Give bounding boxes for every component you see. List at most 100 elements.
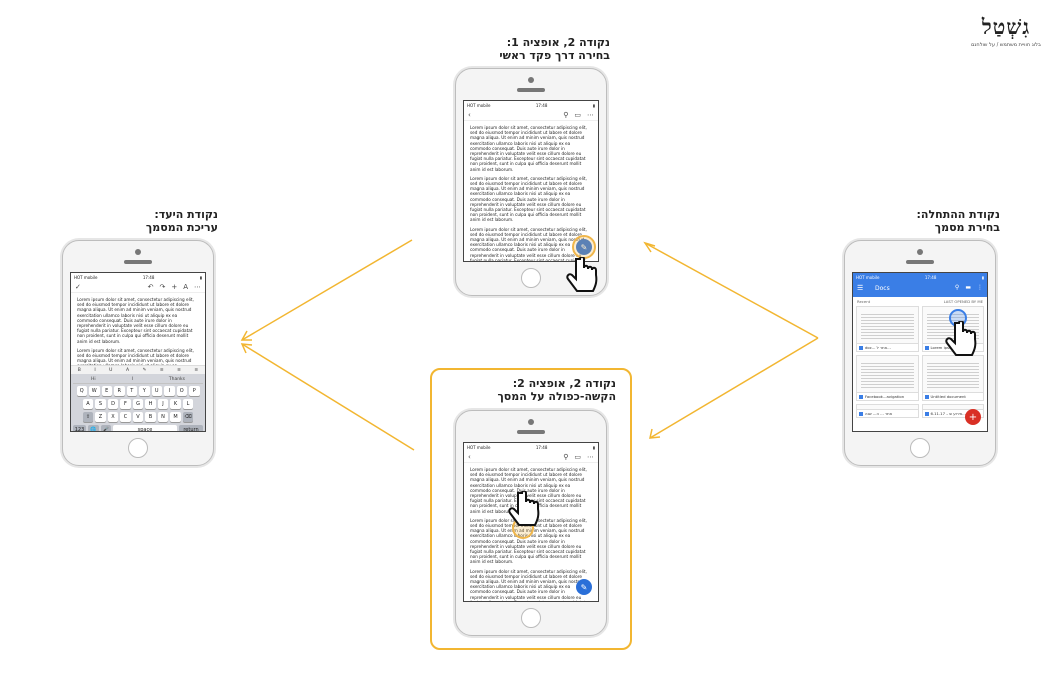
- more-icon[interactable]: ⋮: [977, 284, 983, 291]
- sort-label[interactable]: LAST OPENED BY ME: [943, 299, 983, 304]
- align-right-button[interactable]: ≡: [194, 367, 199, 373]
- globe-key[interactable]: 🌐: [88, 425, 99, 431]
- undo-icon[interactable]: ↶: [147, 282, 154, 291]
- doc-thumbnail[interactable]: אתר ... ה... שנה: [856, 404, 919, 418]
- doc-title: אתר ... ה... שנה: [857, 409, 918, 417]
- doc-paragraph[interactable]: Lorem ipsum dolor sit amet, consectetur …: [470, 568, 587, 601]
- back-icon[interactable]: ‹: [468, 110, 471, 119]
- key-d[interactable]: D: [107, 399, 119, 409]
- key-r[interactable]: R: [114, 386, 125, 396]
- comment-icon[interactable]: ▭: [574, 110, 581, 119]
- key-g[interactable]: G: [132, 399, 144, 409]
- status-bar: HOT mobile 17:48 ▮: [71, 273, 205, 281]
- key-a[interactable]: A: [82, 399, 94, 409]
- key-s[interactable]: S: [95, 399, 106, 409]
- key-u[interactable]: U: [151, 386, 162, 396]
- numbers-key[interactable]: 123: [73, 425, 86, 431]
- heading-option1-subtitle: בחירה דרך פקד ראשי: [499, 49, 610, 62]
- key-t[interactable]: T: [126, 386, 137, 396]
- key-f[interactable]: F: [120, 399, 131, 409]
- key-p[interactable]: P: [189, 386, 200, 396]
- arrow-start-to-option2: [649, 337, 819, 439]
- text-format-icon[interactable]: A: [183, 282, 188, 291]
- space-key[interactable]: space: [113, 425, 177, 431]
- more-icon[interactable]: ⋯: [587, 452, 594, 461]
- suggestion-item[interactable]: I: [131, 377, 133, 382]
- key-w[interactable]: W: [89, 386, 100, 396]
- return-key[interactable]: return: [179, 425, 203, 431]
- key-y[interactable]: Y: [139, 386, 150, 396]
- key-m[interactable]: M: [170, 412, 181, 422]
- add-person-icon[interactable]: ⚲: [563, 452, 569, 461]
- doc-thumbnail[interactable]: Untitled document: [921, 355, 984, 401]
- phone-option1: HOT mobile 17:48 ▮ ‹ ⚲▭⋯ Lorem ipsum dol…: [455, 68, 607, 296]
- doc-preview: [861, 312, 914, 340]
- status-bar: HOT mobile 17:48 ▮: [464, 443, 598, 451]
- key-k[interactable]: K: [170, 399, 181, 409]
- docs-app-bar: HOT mobile 17:48 ▮ ☰ Docs ⚲▬⋮: [853, 273, 987, 297]
- phone-goal-screen: HOT mobile 17:48 ▮ ✓ ↶ ↷ + A ⋯ Lorem ipsum d…: [70, 272, 206, 432]
- key-x[interactable]: X: [107, 412, 119, 422]
- key-o[interactable]: O: [176, 386, 187, 396]
- highlight-button[interactable]: ✎: [142, 367, 147, 373]
- recent-label: Recent: [857, 299, 871, 304]
- key-i[interactable]: I: [164, 386, 175, 396]
- folder-icon[interactable]: ▬: [965, 284, 971, 291]
- clock-label: 17:48: [535, 444, 548, 450]
- doc-thumbnail[interactable]: Facebook...avigation: [856, 355, 919, 401]
- underline-button[interactable]: U: [109, 367, 113, 373]
- key-q[interactable]: Q: [76, 386, 87, 396]
- camera-dot: [917, 249, 923, 255]
- option2-highlight-frame: [430, 368, 632, 650]
- comment-icon[interactable]: ▭: [574, 452, 581, 461]
- bold-button[interactable]: B: [77, 367, 81, 373]
- phone-start: HOT mobile 17:48 ▮ ☰ Docs ⚲▬⋮ Recent LAS…: [844, 240, 996, 466]
- heading-option2-title: נקודה 2, אופציה 2:: [512, 377, 616, 390]
- checkmark-icon[interactable]: ✓: [75, 282, 81, 291]
- shift-key[interactable]: ⇧: [82, 412, 94, 422]
- doc-toolbar: ‹ ⚲ ▭ ⋯: [464, 451, 598, 463]
- key-n[interactable]: N: [157, 412, 169, 422]
- search-icon[interactable]: ⚲: [954, 284, 960, 291]
- text-color-button[interactable]: A: [125, 367, 130, 373]
- key-e[interactable]: E: [101, 386, 112, 396]
- key-v[interactable]: V: [132, 412, 144, 422]
- speaker-slot: [124, 260, 152, 264]
- doc-thumbnail[interactable]: doc... אתר ל...: [856, 306, 919, 352]
- key-l[interactable]: L: [182, 399, 194, 409]
- add-person-icon[interactable]: ⚲: [563, 110, 569, 119]
- edit-fab-button[interactable]: ✎: [576, 579, 592, 595]
- heading-option2: נקודה 2, אופציה 2: הקשה-כפולה על המסך: [466, 377, 616, 403]
- heading-start-subtitle: בחירת מסמך: [934, 221, 1000, 234]
- backspace-key[interactable]: ⌫: [182, 412, 194, 422]
- redo-icon[interactable]: ↷: [159, 282, 166, 291]
- back-icon[interactable]: ‹: [468, 452, 471, 461]
- mic-key[interactable]: 🎤: [100, 425, 111, 431]
- tap-indicator: [572, 235, 596, 259]
- more-icon[interactable]: ⋯: [587, 110, 594, 119]
- align-left-button[interactable]: ≡: [159, 367, 164, 373]
- add-icon[interactable]: +: [171, 282, 178, 291]
- pointing-hand-icon: [945, 321, 977, 356]
- key-b[interactable]: B: [145, 412, 156, 422]
- key-h[interactable]: H: [145, 399, 156, 409]
- align-center-button[interactable]: ≡: [177, 367, 181, 373]
- suggestion-item[interactable]: Hi: [90, 377, 96, 382]
- status-bar: HOT mobile 17:48 ▮: [464, 101, 598, 109]
- key-z[interactable]: Z: [95, 412, 106, 422]
- doc-paragraph[interactable]: Lorem ipsum dolor sit amet, consectetur …: [77, 297, 194, 344]
- hamburger-menu-icon[interactable]: ☰: [857, 284, 864, 292]
- key-j[interactable]: J: [157, 399, 169, 409]
- speaker-slot: [517, 430, 545, 434]
- suggestion-item[interactable]: Thanks: [168, 377, 186, 382]
- doc-toolbar: ‹ ⚲ ▭ ⋯: [464, 109, 598, 121]
- doc-title: Untitled document: [922, 392, 983, 400]
- heading-option2-subtitle: הקשה-כפולה על המסך: [497, 390, 616, 403]
- key-c[interactable]: C: [120, 412, 131, 422]
- italic-button[interactable]: I: [94, 367, 96, 373]
- new-document-button[interactable]: +: [965, 409, 981, 425]
- speaker-slot: [517, 88, 545, 92]
- more-icon[interactable]: ⋯: [194, 282, 201, 291]
- arrow-option1-to-goal: [241, 239, 413, 341]
